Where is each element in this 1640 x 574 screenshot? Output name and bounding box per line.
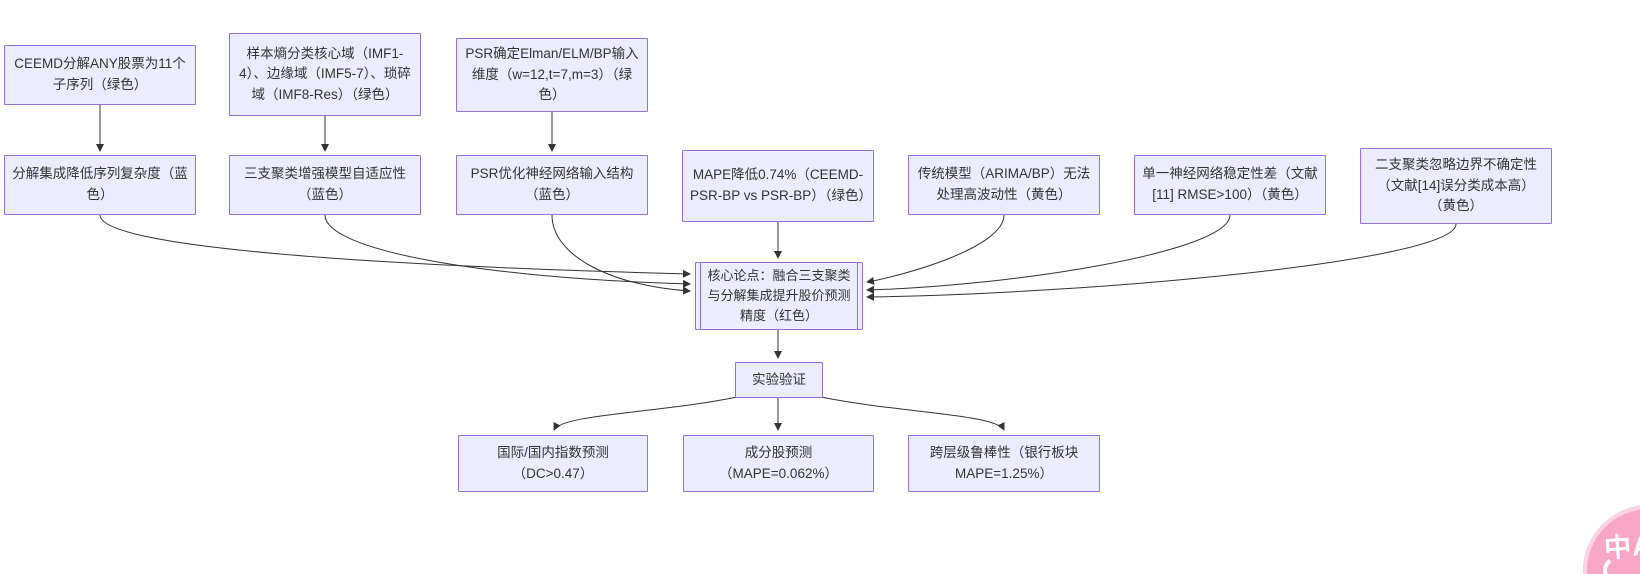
node-label: PSR确定Elman/ELM/BP输入维度（w=12,t=7,m=3）（绿色）	[465, 46, 639, 103]
node-label: 实验验证	[752, 371, 806, 387]
node-label: 样本熵分类核心域（IMF1-4）、边缘域（IMF5-7）、琐碎域（IMF8-Re…	[239, 45, 411, 102]
node-ceemd: CEEMD分解ANY股票为11个子序列（绿色）	[4, 45, 196, 105]
translate-badge-button[interactable]: 中A	[1583, 505, 1640, 574]
node-label: PSR优化神经网络输入结构（蓝色）	[470, 166, 634, 202]
node-label: CEEMD分解ANY股票为11个子序列（绿色）	[14, 56, 186, 92]
node-label: 单一神经网络稳定性差（文献[11] RMSE>100）（黄色）	[1142, 166, 1318, 202]
node-traditional-models: 传统模型（ARIMA/BP）无法处理高波动性（黄色）	[908, 155, 1100, 215]
node-label: 分解集成降低序列复杂度（蓝色）	[12, 166, 188, 202]
node-mape-reduction: MAPE降低0.74%（CEEMD-PSR-BP vs PSR-BP）（绿色）	[682, 150, 874, 222]
node-experiment-validation: 实验验证	[735, 362, 823, 398]
node-label: 国际/国内指数预测（DC>0.47）	[497, 444, 609, 481]
node-label: 二支聚类忽略边界不确定性（文献[14]误分类成本高）（黄色）	[1375, 157, 1537, 214]
node-label: 三支聚类增强模型自适应性（蓝色）	[244, 166, 406, 202]
node-label: MAPE降低0.74%（CEEMD-PSR-BP vs PSR-BP）（绿色）	[690, 167, 873, 203]
node-index-prediction: 国际/国内指数预测（DC>0.47）	[458, 435, 648, 492]
edge-threeway-core	[324, 214, 691, 288]
edge-twoway-core	[866, 223, 1457, 301]
node-sample-entropy: 样本熵分类核心域（IMF1-4）、边缘域（IMF5-7）、琐碎域（IMF8-Re…	[229, 33, 421, 116]
edge-singlenn-core	[866, 214, 1231, 294]
node-core-thesis: 核心论点：融合三支聚类与分解集成提升股价预测精度（红色）	[695, 262, 863, 330]
edge-traditional-core	[866, 214, 1005, 285]
edge-decomp-core	[99, 214, 691, 278]
edge-experiment-robust	[820, 396, 1005, 431]
node-psr-dimension: PSR确定Elman/ELM/BP输入维度（w=12,t=7,m=3）（绿色）	[456, 38, 648, 112]
node-label: 成分股预测（MAPE=0.062%）	[719, 444, 838, 481]
edge-experiment-indexpred	[553, 396, 738, 431]
node-two-way-clustering: 二支聚类忽略边界不确定性（文献[14]误分类成本高）（黄色）	[1360, 148, 1552, 224]
node-label: 传统模型（ARIMA/BP）无法处理高波动性（黄色）	[917, 166, 1091, 202]
node-psr-optimization: PSR优化神经网络输入结构（蓝色）	[456, 155, 648, 215]
node-three-way-clustering: 三支聚类增强模型自适应性（蓝色）	[229, 155, 421, 215]
node-stock-prediction: 成分股预测（MAPE=0.062%）	[683, 435, 874, 492]
node-decomposition: 分解集成降低序列复杂度（蓝色）	[4, 155, 196, 215]
node-label: 核心论点：融合三支聚类与分解集成提升股价预测精度（红色）	[707, 268, 851, 323]
node-label: 跨层级鲁棒性（银行板块MAPE=1.25%）	[929, 444, 1079, 481]
edge-psropt-core	[551, 214, 691, 295]
node-robustness: 跨层级鲁棒性（银行板块MAPE=1.25%）	[908, 435, 1100, 492]
node-single-nn: 单一神经网络稳定性差（文献[11] RMSE>100）（黄色）	[1134, 155, 1326, 215]
